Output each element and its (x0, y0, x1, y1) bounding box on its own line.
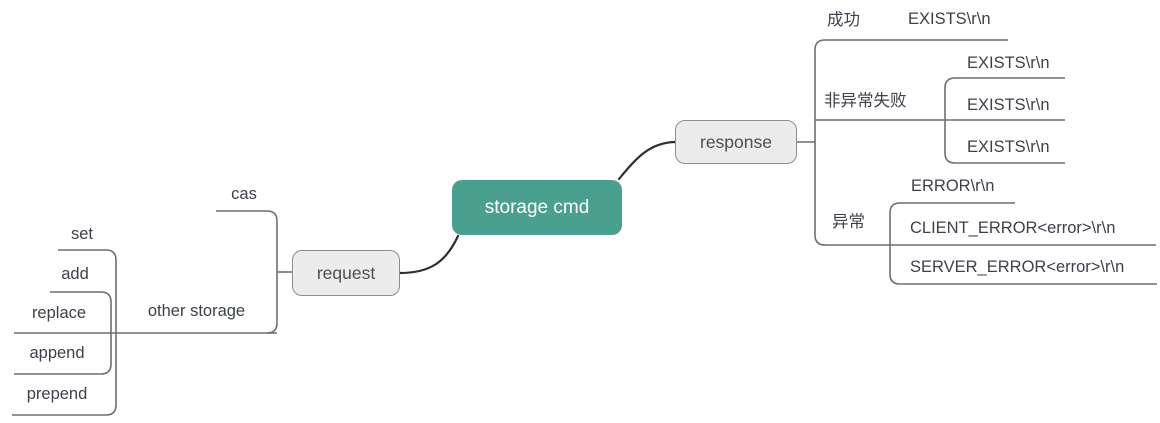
response-node[interactable]: response (675, 120, 797, 164)
bracket-cas-other-storage (216, 210, 278, 334)
bracket-error-children (889, 202, 1157, 285)
cmd-node-add[interactable]: add (61, 265, 89, 283)
group-node-success[interactable]: 成功 (827, 11, 860, 29)
reply-node-server-error[interactable]: SERVER_ERROR<error>\r\n (910, 258, 1125, 276)
group-node-exception[interactable]: 异常 (832, 213, 865, 231)
reply-node-exists-success[interactable]: EXISTS\r\n (908, 10, 991, 28)
bracket-response-groups (814, 39, 1008, 246)
reply-node-client-error[interactable]: CLIENT_ERROR<error>\r\n (910, 219, 1116, 237)
bracket-exists-children (944, 77, 1065, 164)
reply-node-exists-2[interactable]: EXISTS\r\n (967, 96, 1050, 114)
cmd-node-prepend[interactable]: prepend (26, 385, 88, 403)
curve-root-response (617, 140, 678, 181)
request-node[interactable]: request (292, 250, 400, 296)
cmd-node-append[interactable]: append (29, 344, 85, 362)
curve-request-root (398, 234, 460, 275)
other-storage-node[interactable]: other storage (147, 302, 246, 320)
root-node-storage-cmd[interactable]: storage cmd (452, 180, 622, 235)
reply-node-exists-3[interactable]: EXISTS\r\n (967, 138, 1050, 156)
cmd-node-set[interactable]: set (70, 225, 93, 243)
reply-node-exists-1[interactable]: EXISTS\r\n (967, 54, 1050, 72)
cas-node[interactable]: cas (231, 185, 257, 203)
reply-node-error[interactable]: ERROR\r\n (911, 177, 995, 195)
group-node-non-exception-failure[interactable]: 非异常失败 (824, 92, 907, 110)
cmd-node-replace[interactable]: replace (31, 304, 87, 322)
